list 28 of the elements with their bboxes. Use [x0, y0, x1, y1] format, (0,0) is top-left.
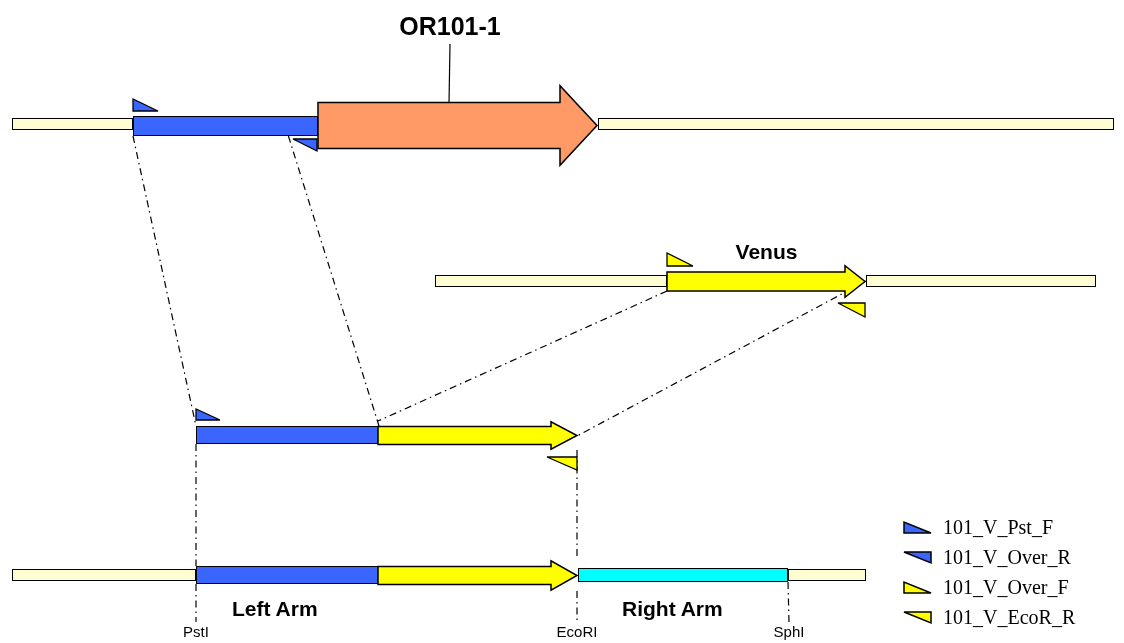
legend-label: 101_V_EcoR_R [943, 606, 1076, 628]
gene-segment-bar [435, 275, 667, 287]
gene-segment-bar [196, 566, 379, 584]
arm-label: Right Arm [622, 597, 723, 621]
restriction-site-label: EcoRI [556, 624, 598, 639]
gene-segment-bar [598, 118, 1114, 130]
arm-label: Left Arm [232, 597, 318, 621]
mapping-line [195, 583, 197, 623]
gene-segment-bar [578, 568, 788, 582]
legend-label: 101_V_Over_F [943, 576, 1069, 598]
gene-segment-bar [133, 116, 318, 136]
mapping-line [287, 135, 380, 427]
restriction-site-label: PstI [183, 624, 209, 639]
gene-label: Venus [735, 241, 798, 262]
legend-label: 101_V_Over_R [943, 546, 1071, 568]
gene-segment-bar [196, 426, 379, 444]
gene-segment-bar [12, 569, 196, 581]
mapping-line [787, 581, 790, 623]
legend-label: 101_V_Pst_F [943, 516, 1054, 538]
gene-segment-bar [12, 118, 133, 130]
leader-line [448, 43, 451, 103]
gene-label: OR101-1 [399, 13, 501, 39]
gene-segment-bar [788, 569, 866, 581]
mapping-line [377, 290, 668, 422]
mapping-line [195, 443, 197, 567]
mapping-line [576, 590, 578, 623]
restriction-site-label: SphI [773, 624, 805, 639]
gene-segment-bar [866, 275, 1096, 287]
